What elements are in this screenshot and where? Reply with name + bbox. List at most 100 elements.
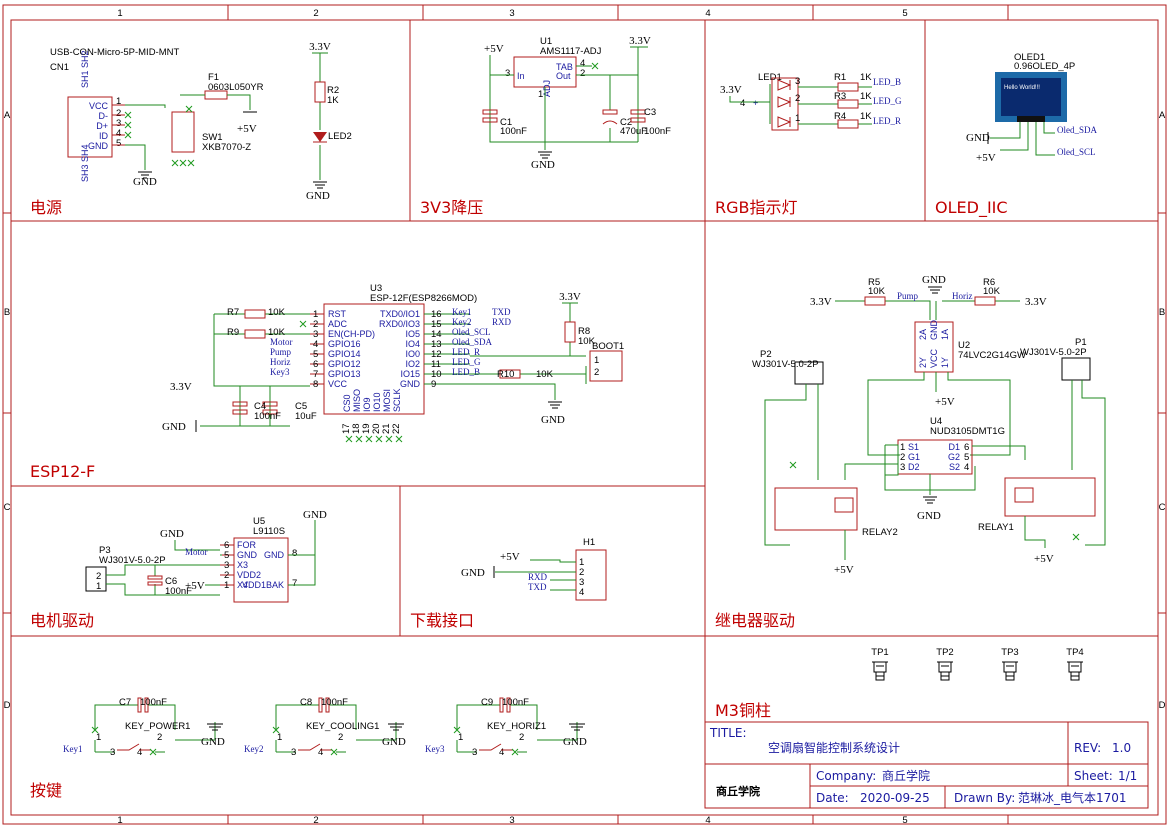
u5-left-pin-num: 2 — [224, 570, 229, 581]
usb-num-1: 1 — [116, 96, 121, 107]
relay-v33-right: 3.3V — [1025, 296, 1047, 308]
c2-val: 470uF — [620, 126, 647, 137]
usb-pin-dminus: D- — [99, 111, 109, 121]
key-net: Key3 — [425, 744, 445, 754]
net-led-b: LED_B — [873, 77, 901, 87]
relay-gnd-top: GND — [922, 274, 946, 286]
rev-value: 1.0 — [1112, 741, 1131, 755]
c4-val: 100nF — [254, 411, 281, 422]
sheet-label: Sheet: — [1074, 769, 1113, 783]
esp-bottom-noconnect — [395, 435, 403, 443]
key-cap-val: 100nF — [140, 697, 167, 708]
p1-ref: P1 — [1075, 337, 1087, 348]
sheet-value: 1/1 — [1118, 769, 1137, 783]
relay1-5v: +5V — [1034, 553, 1054, 565]
section-title-esp: ESP12-F — [30, 462, 95, 481]
key-wiring — [275, 704, 397, 753]
u4-right-pin-num: 6 — [964, 442, 969, 453]
usb-num-2: 2 — [116, 108, 121, 119]
r10-val: 10K — [536, 369, 554, 380]
download-rxd: RXD — [528, 572, 548, 582]
esp-right-net: LED_B — [452, 367, 480, 377]
usb-num-3: 3 — [116, 118, 121, 129]
esp-right-net2: TXD — [492, 307, 511, 317]
key-pin2: 2 — [519, 732, 524, 743]
key-net: Key2 — [244, 744, 264, 754]
u3-val: ESP-12F(ESP8266MOD) — [370, 293, 477, 304]
key-wiring — [94, 704, 216, 753]
c2-ref: C2 — [620, 117, 632, 128]
usb-shield-bottom: SH3 SH4 — [80, 144, 90, 182]
row-label-d: D — [4, 700, 11, 711]
esp-right-net: Key2 — [452, 317, 472, 327]
esp-bottom-noconnect — [365, 435, 373, 443]
key-pin2: 2 — [338, 732, 343, 743]
motor-net: Motor — [185, 547, 208, 557]
usb-pin-gnd: GND — [88, 141, 109, 151]
esp-right-pin-num: 13 — [431, 339, 442, 350]
switch-val: XKB7070-Z — [202, 142, 251, 153]
esp-v33: 3.3V — [170, 381, 192, 393]
esp-left-net: Key3 — [270, 367, 290, 377]
section-title-keys: 按键 — [30, 781, 62, 800]
relay-v33-left: 3.3V — [810, 296, 832, 308]
esp-left-pin-num: 7 — [313, 369, 318, 380]
u2-val: 74LVC2G14GW — [958, 350, 1026, 361]
u5-left-pin-name: FOR — [237, 540, 256, 550]
u1-num-4: 4 — [580, 58, 585, 69]
key-gnd-label: GND — [201, 736, 225, 748]
esp-right-net: LED_R — [452, 347, 480, 357]
u4-right-pin-num: 5 — [964, 452, 969, 463]
net-led-r: LED_R — [873, 116, 901, 126]
download-txd: TXD — [528, 582, 547, 592]
esp-right-pin-num: 16 — [431, 309, 442, 320]
drawn-value: 范琳冰_电气本1701 — [1018, 790, 1127, 805]
key-switch-symbol — [298, 743, 332, 751]
esp-gnd-right: GND — [541, 414, 565, 426]
ldo-vin: +5V — [484, 43, 504, 55]
col-label-2-bottom: 2 — [313, 815, 318, 826]
download-gnd: GND — [461, 567, 485, 579]
row-label-a: A — [4, 110, 11, 121]
resistor-r9 — [244, 329, 266, 339]
power-5v-label: +5V — [237, 123, 257, 135]
r1-ref: R1 — [834, 72, 846, 83]
p2-val: WJ301V-5.0-2P — [752, 359, 819, 370]
r6-val: 10K — [983, 286, 1001, 297]
key-cap-ref: C8 — [300, 697, 312, 708]
u4-left-pin-name: D2 — [908, 462, 920, 472]
u2-pin-vcc: VCC — [929, 348, 939, 368]
relay-k2 — [774, 487, 858, 531]
usb-pin-id: ID — [99, 131, 109, 141]
r2-ref: R2 — [327, 85, 339, 96]
esp-left-pin-name: ADC — [328, 319, 348, 329]
test-point: TP3 — [1001, 647, 1019, 681]
p1-val: WJ301V-5.0-2P — [1020, 347, 1087, 358]
resistor-r5 — [864, 296, 886, 306]
esp-right-pin-name: IO0 — [405, 349, 420, 359]
esp-bottom-pin-name: CS0 — [342, 394, 352, 412]
r5-val: 10K — [868, 286, 886, 297]
u5-left-pin-name: VDD2 — [237, 570, 261, 580]
row-label-c: C — [4, 502, 11, 513]
oled-scl: Oled_SCL — [1057, 147, 1096, 157]
esp-right-pin-num: 10 — [431, 369, 442, 380]
key-noconnect — [453, 726, 519, 756]
resistor-r10 — [499, 369, 521, 379]
h1-pin2: 2 — [579, 567, 584, 578]
c5-val: 10uF — [295, 411, 317, 422]
esp-left-pin-name: VCC — [328, 379, 348, 389]
download-header — [575, 549, 607, 601]
esp-bottom-pin-num: 19 — [361, 423, 372, 434]
section-title-motor: 电机驱动 — [30, 611, 94, 630]
key-switch-symbol — [117, 743, 151, 751]
power-section: USB-CON-Micro-5P-MID-MNT CN1 SH1 SH2 SH3… — [50, 41, 352, 202]
usb-pin-dplus: D+ — [96, 121, 108, 131]
esp-right-pin-name: TXD0/IO1 — [380, 309, 420, 319]
net-led-g: LED_G — [873, 96, 902, 106]
u4-right-pin-name: G2 — [948, 452, 960, 462]
fuse-ref: F1 — [208, 72, 219, 83]
sheet-border: 1 2 3 4 5 1 2 3 4 5 A B C D A B C D — [2, 4, 1167, 826]
u2-pin-2a: 2A — [918, 329, 928, 340]
esp-left-pin-num: 5 — [313, 349, 318, 360]
